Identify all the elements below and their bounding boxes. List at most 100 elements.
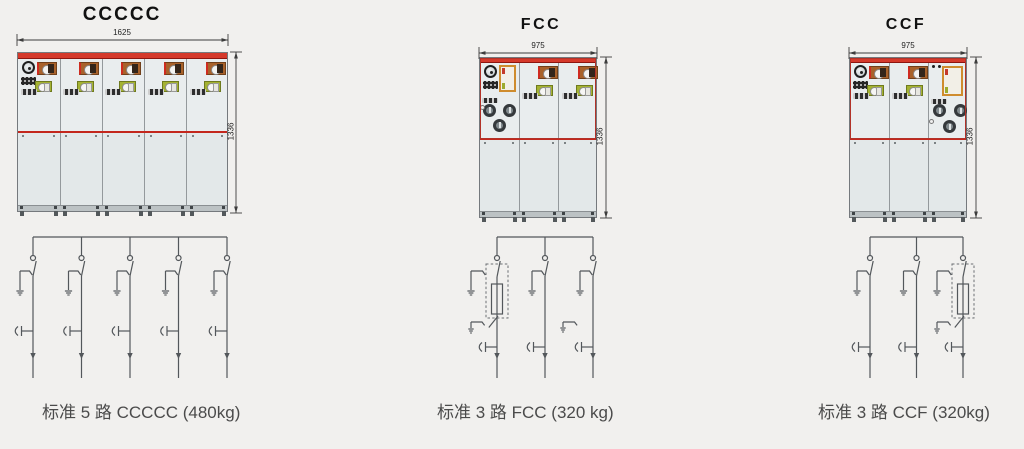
width-dimension-label: 975 bbox=[901, 41, 915, 50]
base-bolt bbox=[96, 206, 100, 209]
bolt-dot bbox=[551, 142, 554, 144]
cabinet-top-red-strip bbox=[480, 58, 596, 63]
indicator-mini-circle bbox=[928, 119, 934, 124]
pressure-gauge-icon bbox=[484, 65, 497, 78]
base-bolt bbox=[892, 212, 896, 215]
busbar-connection-point bbox=[126, 254, 134, 262]
terminal-strip bbox=[147, 89, 164, 95]
cabinet-title-ccf: CCF bbox=[885, 16, 927, 33]
cabinet-front-view-fcc bbox=[479, 57, 598, 222]
terminal-strip bbox=[482, 98, 498, 103]
cabinet-title-ccccc: CCCCC bbox=[82, 4, 162, 25]
base-bolt bbox=[147, 206, 151, 209]
switch-indicator-box bbox=[205, 62, 226, 75]
schematic-drop-switch bbox=[851, 237, 874, 378]
base-bolt bbox=[138, 206, 142, 209]
switch-indicator-box bbox=[577, 66, 598, 79]
bolt-dot bbox=[149, 135, 152, 137]
bolt-dot bbox=[921, 142, 924, 144]
fuse-cover bbox=[482, 103, 496, 117]
base-bolt bbox=[105, 206, 109, 209]
bolt-dot bbox=[22, 135, 24, 137]
cabinet-column-divider bbox=[59, 59, 61, 211]
bolt-dot bbox=[95, 135, 98, 137]
cabinet-base-strip bbox=[850, 211, 966, 217]
bolt-dot bbox=[484, 142, 486, 144]
cabinet-column-divider bbox=[144, 59, 146, 211]
cabinet-lower-doors bbox=[18, 132, 227, 211]
cabinet-foot bbox=[591, 217, 595, 222]
schematic-drop-switch bbox=[63, 237, 86, 378]
cabinet-lower-doors bbox=[850, 139, 966, 217]
pressure-gauge-icon bbox=[22, 61, 35, 74]
bolt-dot bbox=[524, 142, 527, 144]
terminal-strip bbox=[853, 93, 869, 99]
schematic-drop-fuse-switch bbox=[933, 237, 975, 378]
cabinet-column-divider bbox=[101, 59, 103, 211]
schematic-drop-switch bbox=[160, 237, 183, 378]
switch-indicator-box bbox=[869, 66, 889, 79]
schematic-drop-switch bbox=[526, 237, 549, 378]
fuse-cover bbox=[942, 120, 956, 133]
bolt-dot bbox=[137, 135, 140, 137]
cabinet-foot bbox=[147, 211, 152, 216]
fuse-symbol bbox=[956, 283, 970, 315]
cabinet-column-divider bbox=[888, 63, 890, 217]
cabinet-foot bbox=[883, 217, 888, 222]
cabinet-front-view-ccccc bbox=[17, 52, 228, 216]
busbar-connection-point bbox=[78, 254, 85, 262]
cabinet-foot bbox=[138, 211, 143, 216]
height-dimension-label: 1336 bbox=[595, 127, 605, 146]
caption-ccccc: 标准 5 路 CCCCC (480kg) bbox=[42, 403, 241, 422]
switch-indicator-box bbox=[908, 66, 929, 79]
indicator-mini-circle bbox=[480, 105, 485, 110]
bolt-dot bbox=[590, 142, 592, 144]
caption-ccf: 标准 3 路 CCF (320kg) bbox=[818, 403, 990, 422]
cabinet-foot bbox=[63, 211, 68, 216]
base-bolt bbox=[522, 212, 526, 215]
pressure-gauge-icon bbox=[854, 65, 867, 78]
nameplate-keypad-icon bbox=[853, 81, 868, 89]
base-bolt bbox=[180, 206, 184, 209]
bolt-dot bbox=[512, 142, 515, 144]
fuse-symbol bbox=[490, 283, 504, 315]
cabinet-base-strip bbox=[18, 205, 227, 211]
busbar-connection-point bbox=[589, 254, 597, 262]
fuse-cover bbox=[502, 103, 516, 117]
base-bolt bbox=[961, 212, 964, 215]
cabinet-mid-red-line bbox=[18, 131, 227, 133]
bolt-dot bbox=[960, 142, 962, 144]
switch-indicator-box bbox=[37, 62, 57, 75]
switch-indicator-box bbox=[121, 62, 142, 75]
cabinet-column-divider bbox=[186, 59, 188, 211]
width-dimension-label: 975 bbox=[531, 41, 545, 50]
cabinet-foot bbox=[189, 211, 194, 216]
busbar-connection-point bbox=[913, 254, 920, 262]
schematic-drop-switch bbox=[111, 237, 134, 378]
base-bolt bbox=[482, 212, 485, 215]
cabinet-foot bbox=[105, 211, 110, 216]
fuse-cover bbox=[932, 104, 946, 117]
schematic-drop-switch bbox=[208, 237, 231, 378]
caption-fcc: 标准 3 路 FCC (320 kg) bbox=[437, 403, 614, 422]
busbar-connection-point bbox=[223, 254, 231, 262]
base-bolt bbox=[189, 206, 193, 209]
bolt-dot bbox=[933, 142, 936, 144]
cabinet-foot bbox=[96, 211, 101, 216]
base-bolt bbox=[513, 212, 517, 215]
cabinet-title-fcc: FCC bbox=[520, 16, 562, 33]
combination-unit-dashed-box bbox=[951, 263, 975, 319]
base-bolt bbox=[222, 206, 225, 209]
terminal-strip bbox=[105, 89, 122, 95]
cabinet-foot bbox=[513, 217, 518, 222]
base-bolt bbox=[883, 212, 887, 215]
height-dimension-label: 1336 bbox=[226, 122, 236, 141]
nameplate-keypad-icon bbox=[21, 77, 36, 85]
cabinet-lower-doors bbox=[480, 139, 596, 217]
cabinet-column-divider bbox=[558, 63, 560, 217]
terminal-strip bbox=[63, 89, 80, 95]
base-bolt bbox=[852, 212, 855, 215]
busbar-connection-point bbox=[866, 254, 874, 262]
cabinet-foot bbox=[552, 217, 557, 222]
bolt-dot bbox=[221, 135, 223, 137]
